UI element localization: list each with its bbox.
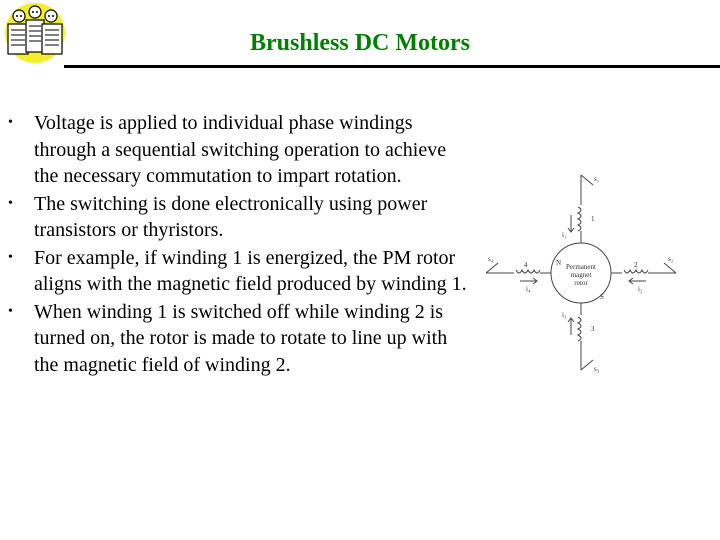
bullet-item: • Voltage is applied to individual phase … [8, 110, 468, 190]
bullet-item: • When winding 1 is switched off while wi… [8, 299, 468, 379]
switch-2-label: s₂ [668, 255, 674, 263]
motor-winding-diagram: Permanent magnet rotor N S 1 2 3 4 i₁ i₂… [485, 174, 677, 373]
bullet-dot-icon: • [8, 195, 13, 211]
winding-3-label: 3 [591, 325, 595, 333]
winding-1-label: 1 [591, 215, 595, 223]
bullet-text: The switching is done electronically usi… [34, 192, 428, 242]
current-4-label: i₄ [526, 285, 531, 293]
switch-4-label: s₄ [488, 255, 494, 263]
bullet-dot-icon: • [8, 249, 13, 265]
current-2-label: i₂ [638, 285, 643, 293]
bullet-dot-icon: • [8, 303, 13, 319]
pole-n-label: N [556, 259, 561, 267]
slide-title: Brushless DC Motors [250, 30, 470, 56]
switch-1-label: s₁ [594, 175, 599, 183]
bullet-dot-icon: • [8, 115, 13, 130]
current-1-label: i₁ [562, 231, 566, 239]
winding-2-label: 2 [634, 261, 638, 269]
bullet-list: • Voltage is applied to individual phase … [8, 110, 468, 379]
winding-4-label: 4 [524, 261, 528, 269]
current-3-label: i₃ [562, 311, 567, 319]
bullet-text: For example, if winding 1 is energized, … [34, 246, 467, 296]
title-rule [64, 65, 720, 68]
rotor-label-1: Permanent [566, 263, 596, 271]
bullet-item: • For example, if winding 1 is energized,… [8, 245, 468, 298]
bullet-text: When winding 1 is switched off while win… [34, 300, 448, 376]
bullet-item: • The switching is done electronically us… [8, 191, 468, 244]
switch-3-label: s₃ [594, 365, 600, 373]
rotor-label-3: rotor [574, 279, 588, 287]
logo-icon [5, 3, 65, 63]
rotor-label-2: magnet [571, 271, 592, 279]
pole-s-label: S [600, 293, 604, 301]
bullet-text: Voltage is applied to individual phase w… [34, 112, 447, 187]
